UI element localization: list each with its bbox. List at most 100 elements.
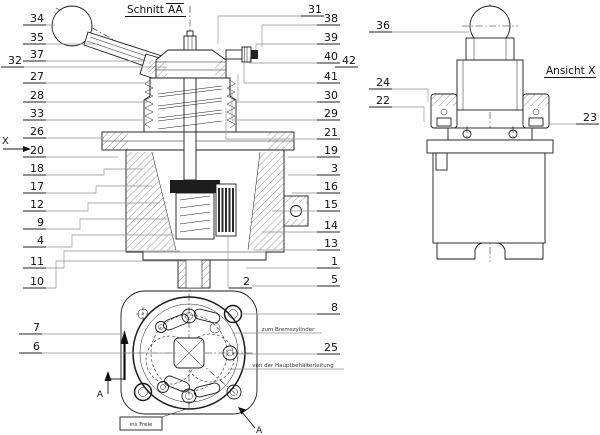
drawing-shape xyxy=(179,203,211,209)
callout-label-20: 20 xyxy=(30,144,44,157)
callout-label-12: 12 xyxy=(30,198,44,211)
section-title-ref: AA xyxy=(168,4,183,16)
callout-label-5: 5 xyxy=(331,273,338,286)
corner-bolt-br xyxy=(226,384,242,400)
drawing-shape xyxy=(157,112,223,122)
drawing-shape xyxy=(440,108,448,116)
callout-label-4: 4 xyxy=(37,234,44,247)
main-section-view xyxy=(51,5,309,293)
callout-label-21: 21 xyxy=(324,126,338,139)
view-x-arrowhead xyxy=(23,146,31,152)
side-cylinder xyxy=(432,152,546,244)
section-a-label-right: A xyxy=(256,426,263,435)
drawing-shape xyxy=(157,88,223,98)
drawing-shape xyxy=(157,61,167,77)
drawing-shape xyxy=(179,211,211,217)
leader-line-21 xyxy=(225,108,340,140)
drawing-shape xyxy=(175,339,203,367)
drawing-shape xyxy=(241,411,256,429)
corner-bolt-bl xyxy=(133,382,153,402)
callout-label-39: 39 xyxy=(324,31,338,44)
drawing-shape xyxy=(151,151,177,251)
drawing-shape xyxy=(179,195,211,201)
drawing-shape xyxy=(228,309,238,319)
drawing-shape xyxy=(157,97,223,107)
callout-label-6: 6 xyxy=(33,340,40,353)
drawing-shape xyxy=(436,117,452,127)
drawing-shape xyxy=(431,94,457,106)
bellows-right xyxy=(226,79,236,129)
callout-label-16: 16 xyxy=(324,180,338,193)
callout-label-35: 35 xyxy=(30,31,44,44)
leader-line-4 xyxy=(23,234,174,248)
leader-line-9 xyxy=(23,218,168,230)
section-arrow-up xyxy=(120,330,129,344)
handle-ball xyxy=(51,5,93,47)
drawing-shape xyxy=(185,259,203,289)
handle-bracket xyxy=(465,37,515,61)
fitting-tip xyxy=(251,50,258,59)
callout-label-27: 27 xyxy=(30,70,44,83)
bolt-plate xyxy=(447,127,533,141)
foot-right xyxy=(497,242,544,260)
callout-label-10: 10 xyxy=(30,275,44,288)
drawing-shape xyxy=(230,388,238,396)
drawing-shape xyxy=(247,151,261,251)
callout-label-37: 37 xyxy=(30,48,44,61)
leader-line-29 xyxy=(231,92,340,121)
drawing-shape xyxy=(157,381,169,393)
callout-label-31: 31 xyxy=(308,3,322,16)
leader-line-30 xyxy=(237,74,340,103)
callout-label-34: 34 xyxy=(30,12,44,25)
bellows-left xyxy=(144,79,154,129)
side-flange xyxy=(426,139,554,154)
drawing-shape xyxy=(185,392,193,400)
drawing-shape xyxy=(86,40,156,65)
callout-label-26: 26 xyxy=(30,125,44,138)
knurled-nut xyxy=(241,46,252,63)
leader-line-12 xyxy=(23,202,160,212)
drawing-shape xyxy=(126,152,176,250)
drawing-shape xyxy=(215,61,225,77)
slot xyxy=(163,313,189,331)
callout-label-38: 38 xyxy=(324,12,338,25)
drawing-shape xyxy=(284,196,308,203)
piston-pot xyxy=(175,192,215,240)
callout-label-19: 19 xyxy=(324,144,338,157)
drawing-shape xyxy=(155,321,167,333)
view-title: Ansicht X xyxy=(546,65,595,77)
section-a-label-left: A xyxy=(97,390,104,400)
callout-label-36: 36 xyxy=(376,19,390,32)
drawing-shape xyxy=(161,408,187,418)
callout-label-28: 28 xyxy=(30,89,44,102)
drawing-shape xyxy=(186,30,194,37)
drawing-shape xyxy=(528,117,544,127)
leader-line-31 xyxy=(217,15,325,44)
bottom-view xyxy=(104,290,344,431)
adjusting-screw xyxy=(183,35,197,51)
callout-label-22: 22 xyxy=(376,94,390,107)
section-a-arrowhead-right xyxy=(238,407,246,415)
port-label-vent: ins Freie xyxy=(130,422,153,428)
drawing-shape xyxy=(226,349,234,357)
callout-label-23: 23 xyxy=(583,111,597,124)
port-label-brake: zum Bremszylinder xyxy=(262,327,316,333)
callout-label-1: 1 xyxy=(331,255,338,268)
leader-line-10 xyxy=(23,260,186,289)
drawing-shape xyxy=(185,333,235,383)
callout-label-13: 13 xyxy=(324,237,338,250)
callout-label-17: 17 xyxy=(30,180,44,193)
drawing-shape xyxy=(157,85,223,95)
callout-label-41: 41 xyxy=(324,70,338,83)
callout-label-30: 30 xyxy=(324,89,338,102)
drawing-shape xyxy=(157,109,223,119)
drawing-shape xyxy=(138,387,148,397)
valve-seal xyxy=(170,180,220,193)
callout-label-25: 25 xyxy=(324,341,338,354)
drawing-shape xyxy=(160,384,166,390)
callout-label-9: 9 xyxy=(37,216,44,229)
side-view xyxy=(426,4,554,262)
side-body xyxy=(456,59,524,111)
